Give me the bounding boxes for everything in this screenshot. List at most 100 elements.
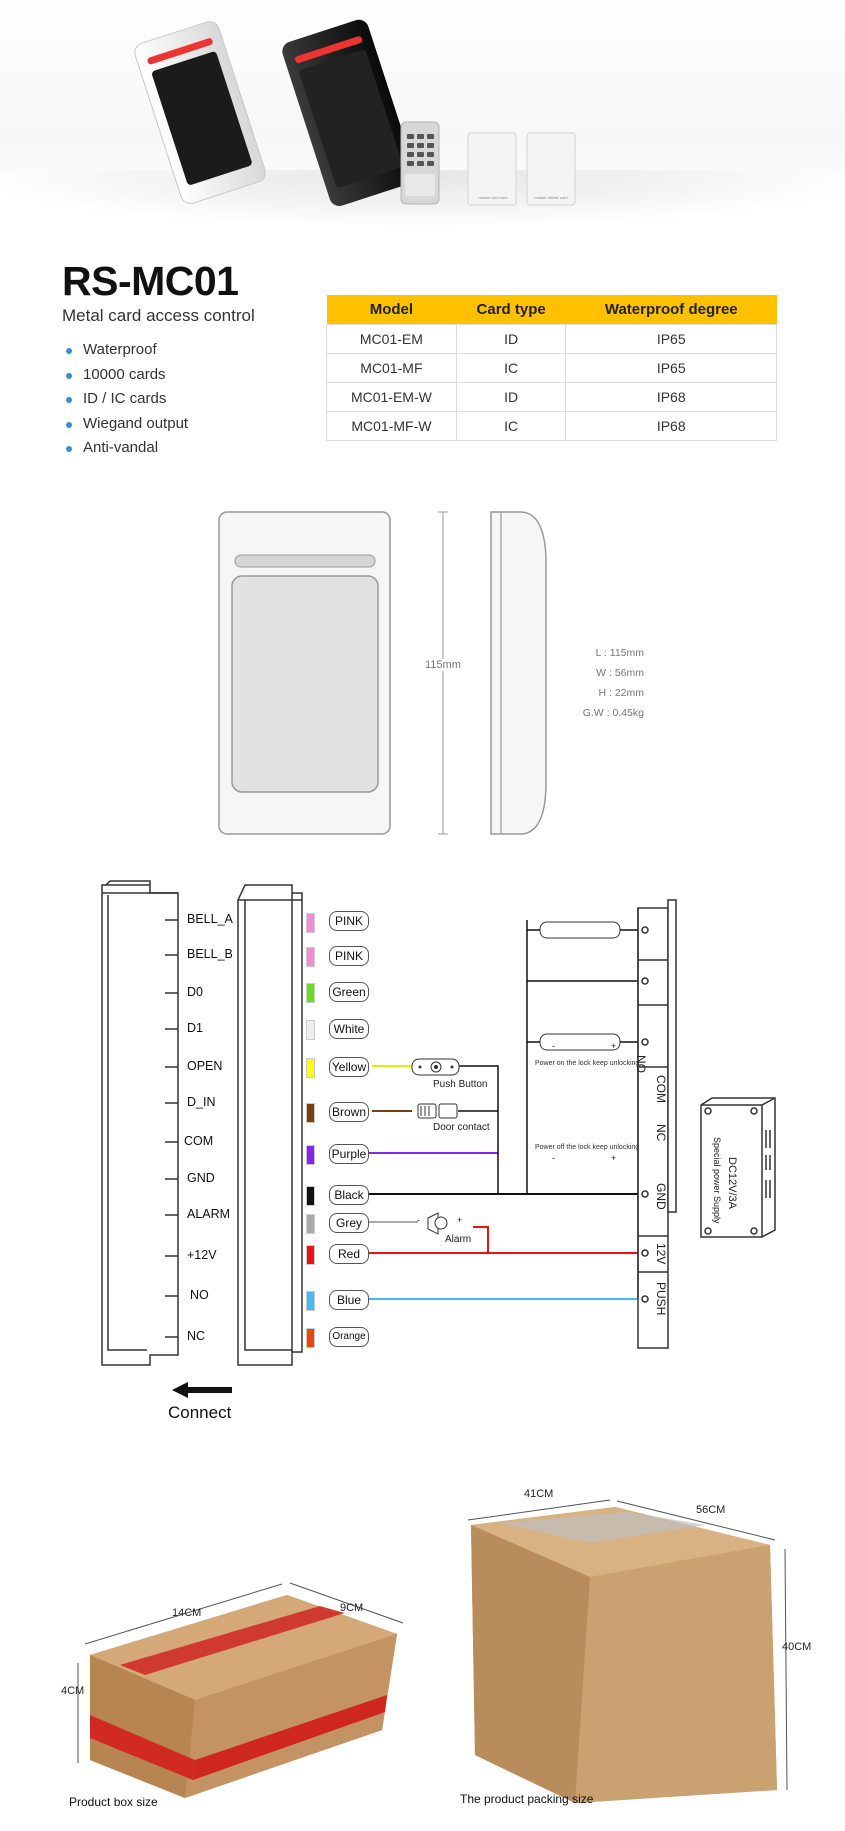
- table-cell: ID: [455, 382, 567, 412]
- wire-chip: [306, 1020, 315, 1040]
- master-add-card: [467, 132, 517, 206]
- column-header: Waterproof degree: [565, 295, 777, 325]
- device-dimension-drawing: [218, 511, 547, 835]
- psu-label: DC12V/3A: [726, 1157, 738, 1209]
- psu-terminal-push: PUSH: [654, 1282, 668, 1316]
- table-row: MC01-EM ID IP65: [326, 324, 777, 354]
- spec-dimensions: L : 115mm W : 56mm H : 22mm G.W : 0.45kg: [570, 643, 644, 723]
- table-cell: MC01-MF: [326, 353, 457, 383]
- power-supply: [700, 1097, 776, 1238]
- wire-chip: [306, 1291, 315, 1311]
- large-box-length: 41CM: [524, 1488, 554, 1500]
- led-strip: [234, 554, 376, 568]
- card-reading-area: [231, 575, 379, 793]
- terminal-com: COM: [184, 1134, 214, 1148]
- keypad-remote: [400, 121, 440, 205]
- connect-arrow-icon: [172, 1382, 232, 1398]
- table-cell: MC01-MF-W: [326, 411, 457, 441]
- terminal-no: NO: [190, 1288, 209, 1302]
- wire-tag-black: Black: [329, 1185, 369, 1205]
- white-reader: [134, 21, 266, 204]
- large-box-length-line: [467, 1499, 611, 1521]
- wire-tag-brown: Brown: [329, 1102, 369, 1122]
- column-header: Model: [326, 295, 457, 325]
- wire-tag-blue: Blue: [329, 1290, 369, 1310]
- spec-height: H : 22mm: [598, 687, 644, 699]
- large-box-width-line: [616, 1500, 776, 1541]
- table-cell: IP68: [565, 382, 777, 412]
- hero-product-image: [134, 19, 576, 206]
- lock-nc-caption: Power off the lock keep unlocking: [535, 1144, 640, 1151]
- alarm-plus: +: [457, 1215, 463, 1225]
- psu-terminal-com: COM: [654, 1075, 668, 1103]
- terminal-gnd: GND: [187, 1171, 215, 1185]
- lock-nc-plus: +: [611, 1153, 617, 1163]
- terminal-bell-a: BELL_A: [187, 912, 233, 926]
- small-box-width: 9CM: [340, 1602, 364, 1614]
- wire-chip: [306, 1103, 315, 1123]
- lock-nc: [539, 1033, 621, 1051]
- delete-card-label: master delete card: [534, 195, 568, 200]
- wire-tag-pink-b: PINK: [329, 946, 369, 966]
- alarm-device: [427, 1212, 448, 1235]
- wire-tag-red: Red: [329, 1244, 369, 1264]
- terminal-d-in: D_IN: [187, 1095, 216, 1109]
- large-box-height-line: [784, 1548, 788, 1791]
- wire-chip: [306, 1328, 315, 1348]
- lock-nc-minus: -: [552, 1153, 555, 1163]
- spec-weight: G.W : 0.45kg: [582, 707, 644, 719]
- wire-tag-green: Green: [329, 982, 369, 1002]
- lock-no-plus: +: [611, 1041, 617, 1051]
- wire-chip: [306, 1186, 315, 1206]
- table-cell: MC01-EM: [326, 324, 457, 354]
- spec-length: L : 115mm: [595, 647, 644, 659]
- side-view: [490, 511, 547, 835]
- table-cell: IP65: [565, 353, 777, 383]
- small-box-illustration: [77, 1582, 404, 1798]
- small-box-length: 14CM: [172, 1607, 202, 1619]
- large-box-caption: The product packing size: [460, 1792, 594, 1806]
- table-cell: IC: [455, 411, 567, 441]
- wiring-diagram: [101, 880, 776, 1366]
- column-header: Card type: [456, 295, 566, 325]
- wire-chip: [306, 913, 315, 933]
- feature-item: 10000 cards: [66, 363, 188, 388]
- table-cell: IP65: [565, 324, 777, 354]
- psu-terminal-nc: NC: [654, 1124, 668, 1142]
- wire-tag-pink-a: PINK: [329, 911, 369, 931]
- table-cell: IP68: [565, 411, 777, 441]
- wire-chip: [306, 1214, 315, 1234]
- wire-tag-yellow: Yellow: [329, 1057, 369, 1077]
- table-row: MC01-EM-W ID IP68: [326, 382, 777, 412]
- wire-tag-white: White: [329, 1019, 369, 1039]
- terminal-12v: +12V: [187, 1248, 217, 1262]
- feature-item: Waterproof: [66, 338, 188, 363]
- terminal-d0: D0: [187, 985, 203, 999]
- spec-table-header: Model Card type Waterproof degree: [326, 295, 777, 325]
- black-reader: [282, 19, 416, 206]
- hero-banner: master add card master delete card: [0, 0, 845, 225]
- add-card-label: master add card: [478, 195, 508, 200]
- wire-chip: [306, 947, 315, 967]
- large-box-illustration: [467, 1499, 788, 1803]
- spec-table: Model Card type Waterproof degree MC01-E…: [326, 295, 777, 441]
- table-cell: IC: [455, 353, 567, 383]
- wire-chip: [306, 983, 315, 1003]
- large-box-width: 56CM: [696, 1504, 726, 1516]
- wire-tag-orange: Orange: [329, 1327, 369, 1347]
- wire-tag-grey: Grey: [329, 1213, 369, 1233]
- feature-item: Anti-vandal: [66, 436, 188, 461]
- large-box-height: 40CM: [782, 1641, 812, 1653]
- door-contact-label: Door contact: [433, 1122, 490, 1133]
- terminal-alarm: ALARM: [187, 1207, 231, 1221]
- push-button-device: [411, 1058, 460, 1076]
- terminal-open: OPEN: [187, 1059, 223, 1073]
- feature-item: Wiegand output: [66, 412, 188, 437]
- push-button-label: Push Button: [433, 1079, 488, 1090]
- terminal-nc: NC: [187, 1329, 206, 1343]
- feature-list: Waterproof 10000 cards ID / IC cards Wie…: [66, 338, 188, 461]
- red-wire: [368, 1226, 645, 1254]
- height-label: 115mm: [425, 659, 461, 671]
- table-cell: MC01-EM-W: [326, 382, 457, 412]
- alarm-label: Alarm: [445, 1234, 472, 1245]
